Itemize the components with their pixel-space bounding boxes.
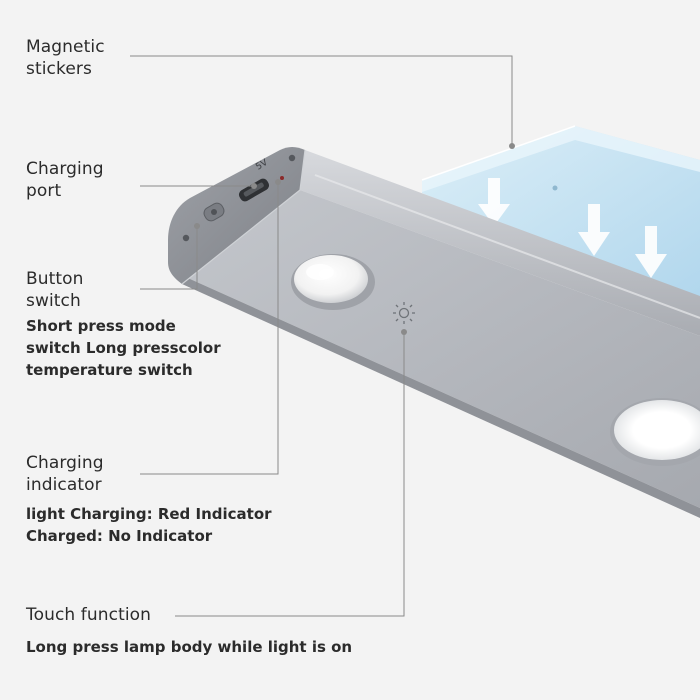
- screw: [182, 234, 190, 242]
- label-line: indicator: [26, 475, 102, 495]
- magnetic-stickers-label: Magnetic stickers: [26, 36, 105, 80]
- desc-line: switch Long presscolor: [26, 339, 221, 357]
- button-switch-description: Short press mode switch Long presscolor …: [26, 315, 221, 381]
- label-line: Button: [26, 269, 84, 289]
- desc-line: temperature switch: [26, 361, 193, 379]
- arrow-down-icon: [635, 226, 667, 278]
- label-line: Charging: [26, 453, 104, 473]
- button-switch: [203, 202, 225, 222]
- label-line: Magnetic: [26, 37, 105, 57]
- arrow-down-icon: [578, 204, 610, 256]
- arrow-down-icon: [478, 178, 510, 226]
- screw: [288, 154, 296, 162]
- desc-line: Charged: No Indicator: [26, 527, 213, 545]
- touch-function-description: Long press lamp body while light is on: [26, 638, 353, 656]
- touch-function-label: Touch function: [26, 605, 152, 625]
- led-light: [610, 398, 700, 466]
- magnetic-plate: [421, 125, 700, 305]
- label-line: port: [26, 181, 62, 201]
- motion-sensor: [291, 254, 375, 310]
- sun-icon: [393, 302, 415, 324]
- button-switch-label: Button switch: [26, 268, 84, 312]
- label-line: stickers: [26, 59, 92, 79]
- label-line: switch: [26, 291, 81, 311]
- usb-port: [238, 178, 270, 202]
- charging-port-label: Charging port: [26, 158, 104, 202]
- desc-line: Short press mode: [26, 317, 176, 335]
- label-line: Charging: [26, 159, 104, 179]
- indicator-light: [280, 176, 284, 180]
- desc-line: light Charging: Red Indicator: [26, 505, 272, 523]
- leader-lines: [130, 55, 513, 617]
- leader-dots: [194, 143, 515, 335]
- charging-indicator-label: Charging indicator: [26, 452, 104, 496]
- charging-indicator-description: light Charging: Red Indicator Charged: N…: [26, 503, 272, 547]
